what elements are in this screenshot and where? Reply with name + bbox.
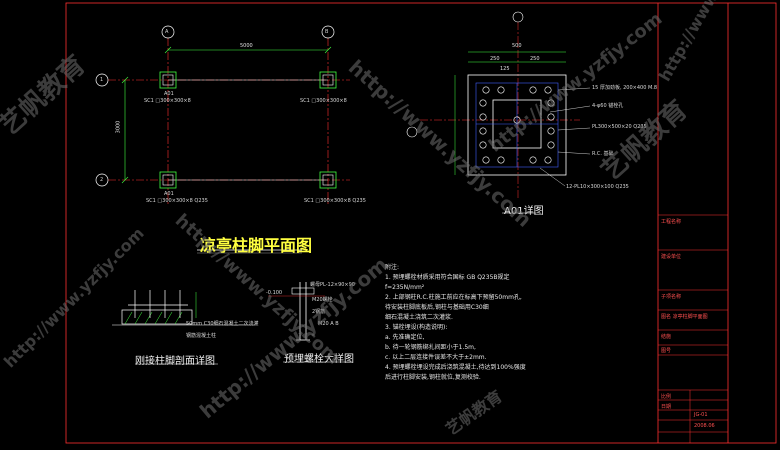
note-line: 后进行柱脚安装,钢柱就位,复测校验.: [385, 374, 481, 381]
note-line: c. 以上二层连接件误差不大于±2mm.: [385, 354, 487, 361]
title-block-row: 建设单位: [661, 254, 682, 260]
plan-title: 凉亭柱脚平面图: [200, 236, 313, 255]
title-block-row: 日期: [661, 404, 672, 410]
bolt-hole: [547, 141, 555, 149]
bolt-hole: [513, 116, 521, 124]
bolt-hole: [547, 127, 555, 135]
a01-callout-2: 4-φ60 锚栓孔: [592, 103, 624, 109]
axis-bubble-2: [95, 173, 109, 187]
note-line: 4. 预埋螺栓埋设完成后浇筑混凝土,待达到100%强度: [385, 364, 526, 371]
title-block-row: 结施: [661, 334, 672, 340]
bolt-hole: [479, 113, 487, 121]
title-block-row: 图名 凉亭柱脚平面图: [661, 314, 708, 320]
note-line: f=235N/mm²: [385, 284, 425, 291]
a01-callout-4: R.C. 基础: [592, 151, 614, 157]
bolt-hole: [479, 141, 487, 149]
bolt-hole: [544, 86, 552, 94]
a01-dim-1b: 250: [530, 56, 540, 62]
bolt-hole: [529, 86, 537, 94]
section-detail-title: 刚接柱脚剖面详图: [135, 356, 215, 367]
a01-dim-1: 250: [490, 56, 500, 62]
a01-dim-2: 125: [500, 66, 510, 72]
a01-callout-3: PL300×500×20 Q235: [592, 124, 647, 130]
axis-bubble-a: [161, 25, 175, 39]
title-block-row: 比例: [661, 394, 672, 400]
bolt-hole: [547, 99, 555, 107]
section-callout-1: 50mm C30细石混凝土二次浇灌: [186, 321, 259, 327]
dim-vertical: 3000: [115, 120, 122, 134]
bolt-hole: [544, 156, 552, 164]
bolt-hole: [482, 86, 490, 94]
title-block: [658, 214, 728, 443]
title-block-sheet-no: JG-01: [694, 412, 708, 418]
column-tag: A01: [164, 91, 174, 97]
note-line: 2. 上部钢柱R.C.柱施工前应在标高下预留50mm孔,: [385, 294, 522, 301]
bolt-callout-1: 螺母PL-12×90×90: [310, 282, 355, 288]
bolt-detail-title: 预埋螺栓大样图: [284, 354, 354, 365]
bolt-hole: [479, 99, 487, 107]
bolt-hole: [482, 156, 490, 164]
a01-detail: [406, 11, 591, 200]
column-a2[interactable]: [159, 171, 177, 189]
column-a1[interactable]: [159, 71, 177, 89]
note-line: b. 待一轮钢筋绑扎间距小于1.5m,: [385, 344, 476, 351]
bolt-hole: [529, 156, 537, 164]
bolt-callout-3: 2钢筋: [312, 309, 326, 315]
column-b1[interactable]: [319, 71, 337, 89]
axis-label-2: 2: [100, 177, 104, 183]
anchor-bolt-holes: [479, 86, 555, 164]
axis-bubble-b: [321, 25, 335, 39]
column-tag-lower: A01: [164, 191, 174, 197]
title-block-date: 2008.06: [694, 423, 715, 429]
axis-label-a: A: [165, 29, 169, 35]
note-line: 待安装柱脚底板后,钢柱与基础用C30细: [385, 304, 489, 311]
a01-callout-5: 12-PL10×300×100 Q235: [566, 184, 629, 190]
bolt-hole: [547, 113, 555, 121]
bolt-hole: [497, 86, 505, 94]
note-line: 1. 预埋螺栓材质采用符合国标 GB Q235B规定: [385, 274, 510, 281]
drawing-frame: [65, 2, 777, 444]
column-plan: [95, 25, 350, 205]
bolt-elevation: -0.100: [266, 290, 283, 296]
column-label-b1: SC1 □300×300×8: [300, 98, 347, 104]
title-block-row: 图号: [661, 348, 672, 354]
note-line: 3. 锚栓埋设(构造说明):: [385, 324, 448, 331]
a01-callout-1: 15 厚加劲板, 200×400 M.8: [592, 85, 658, 91]
notes-heading: 附注:: [385, 264, 400, 271]
a01-detail-title: A01详图: [504, 206, 544, 217]
column-label-a2: SC1 □300×300×8 Q235: [146, 198, 208, 204]
notes-block: 附注: 1. 预埋螺栓材质采用符合国标 GB Q235B规定 f=235N/mm…: [385, 263, 526, 383]
notes-lines: 1. 预埋螺栓材质采用符合国标 GB Q235B规定 f=235N/mm² 2. …: [385, 273, 526, 383]
note-line: 细石混凝土浇筑二次灌浆.: [385, 314, 453, 321]
bolt-hole: [497, 156, 505, 164]
section-callout-2: 钢筋混凝土柱: [186, 333, 217, 339]
title-block-row: 工程名称: [661, 219, 682, 225]
column-b2[interactable]: [319, 171, 337, 189]
column-label-b2: SC1 □300×300×8 Q235: [304, 198, 366, 204]
axis-label-1: 1: [100, 77, 104, 83]
bolt-hole: [479, 127, 487, 135]
a01-dim-total: 500: [512, 43, 522, 49]
dim-horizontal: 5000: [240, 43, 253, 49]
bolt-detail: [268, 282, 325, 341]
section-detail: [112, 290, 255, 326]
title-block-row: 子项名称: [661, 294, 682, 300]
column-label-a1: SC1 □300×300×8: [144, 98, 191, 104]
axis-label-b: B: [325, 29, 329, 35]
note-line: a. 先准确定位,: [385, 334, 425, 341]
axis-bubble-1: [95, 73, 109, 87]
bolt-callout-4: M20 A B: [318, 321, 339, 327]
bolt-callout-2: M20螺栓: [312, 297, 333, 303]
